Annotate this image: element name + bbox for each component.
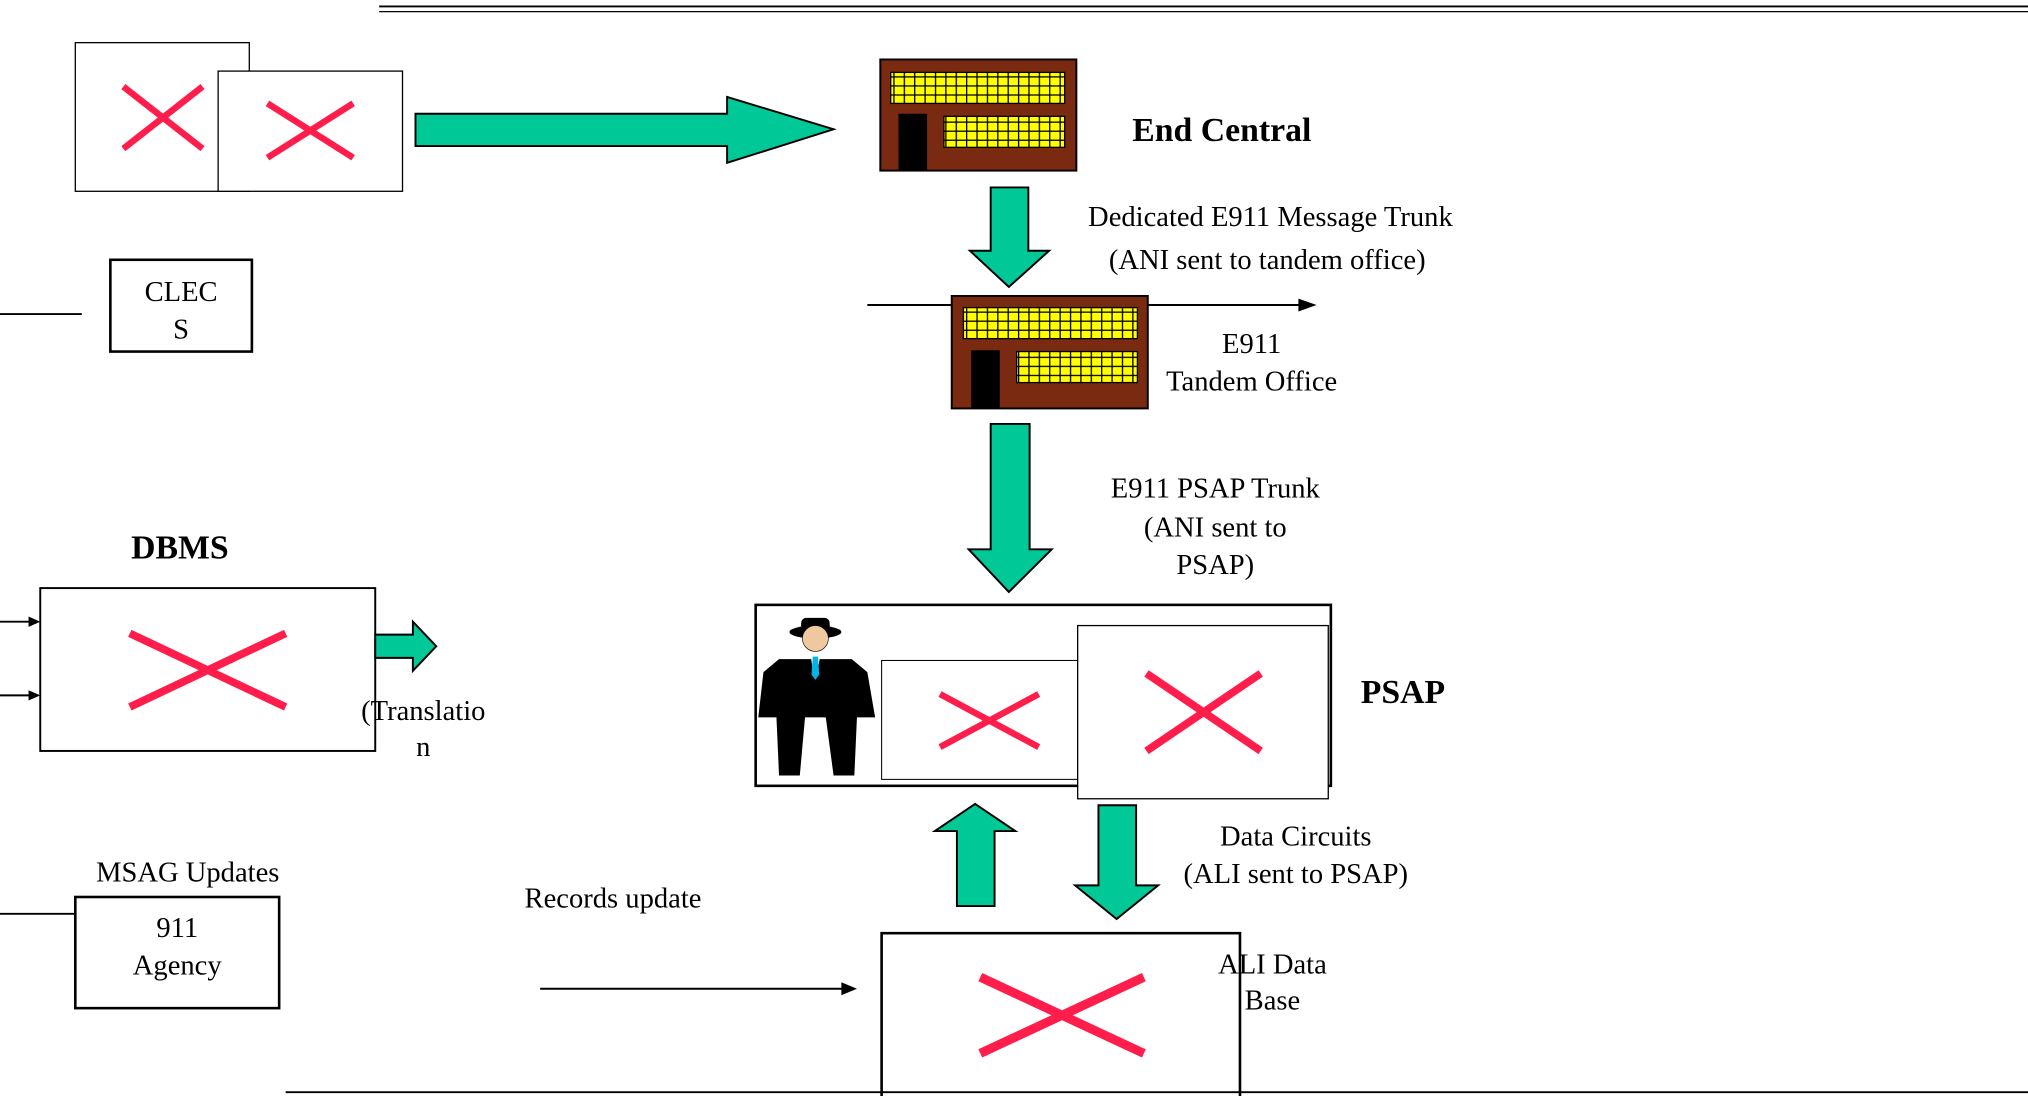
clec-label-2: S	[173, 312, 190, 346]
psap-terminal-box	[881, 659, 1086, 780]
message-trunk-label-2: (ANI sent to tandem office)	[1108, 242, 1426, 276]
records-update-label: Records update	[524, 881, 702, 914]
dbms-label: DBMS	[131, 528, 229, 567]
psap-trunk-label-1: E911 PSAP Trunk	[1110, 471, 1320, 505]
records-update-head	[841, 982, 857, 996]
clec-box	[109, 258, 254, 353]
ali-label-1: ALI Data	[1218, 947, 1327, 980]
ali-database-box	[880, 931, 1242, 1096]
psap-trunk-label-2: (ANI sent to	[1143, 510, 1287, 543]
data-circuits-label-1: Data Circuits	[1220, 819, 1372, 852]
dbms-input-head-1	[28, 616, 41, 627]
msag-label: MSAG Updates	[96, 855, 280, 888]
clec-label-1: CLEC	[144, 275, 218, 308]
agency-label-1: 911	[156, 911, 199, 944]
data-circuits-arrow	[1072, 804, 1161, 921]
dbms-note-1: (Translatio	[361, 694, 486, 727]
call-arrow	[414, 95, 837, 165]
end-central-label: End Central	[1132, 111, 1312, 149]
dbms-note-2: n	[416, 730, 431, 763]
tandem-label-2: Tandem Office	[1166, 364, 1338, 397]
message-trunk-arrow	[967, 186, 1052, 289]
dbms-input-head-2	[28, 690, 41, 701]
agency-label-2: Agency	[132, 948, 222, 982]
tandem-line-head	[1298, 298, 1317, 312]
psap-label: PSAP	[1360, 673, 1446, 711]
agency-box	[74, 895, 281, 1010]
psap-trunk-label-3: PSAP)	[1176, 548, 1255, 581]
message-trunk-label-1: Dedicated E911 Message Trunk	[1088, 200, 1453, 233]
dbms-output-arrow	[374, 619, 438, 674]
data-circuits-label-2: (ALI sent to PSAP)	[1183, 856, 1409, 890]
ali-label-2: Base	[1244, 983, 1301, 1016]
dbms-box	[39, 587, 377, 752]
caller-image-box	[217, 70, 404, 192]
psap-trunk-arrow	[966, 422, 1055, 594]
tandem-label-1: E911	[1222, 327, 1282, 360]
psap-display-box	[1077, 624, 1329, 800]
dispatcher-person-icon	[758, 617, 876, 776]
tandem-building-icon	[950, 295, 1149, 410]
ali-up-arrow	[931, 802, 1019, 908]
end-central-building-icon	[879, 58, 1078, 172]
